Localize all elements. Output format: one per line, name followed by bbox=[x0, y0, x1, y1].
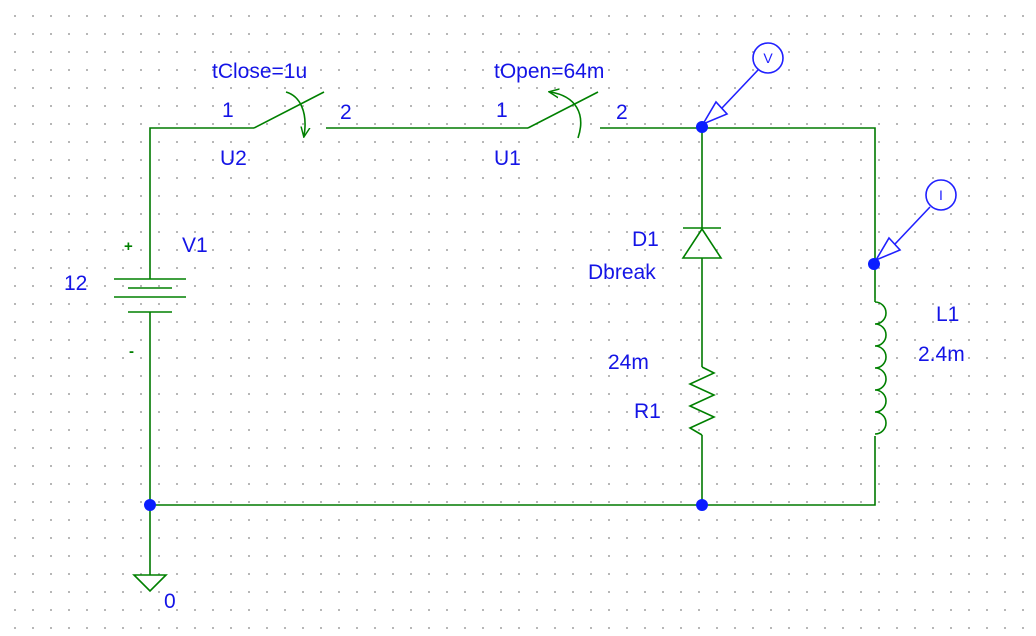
v1-plus-sign: + bbox=[124, 238, 133, 255]
voltage-probe[interactable] bbox=[701, 42, 784, 126]
current-probe-label: I bbox=[939, 187, 943, 203]
node-bottom-mid bbox=[696, 499, 708, 511]
voltage-probe-label: V bbox=[763, 50, 773, 66]
u1-ref: U1 bbox=[494, 147, 521, 170]
d1-model: Dbreak bbox=[588, 261, 656, 284]
node-top-right bbox=[696, 121, 708, 133]
diode-d1[interactable] bbox=[681, 227, 723, 259]
l1-value: 2.4m bbox=[918, 343, 965, 366]
resistor-r1[interactable] bbox=[688, 366, 716, 436]
wire-v1-to-u2 bbox=[149, 127, 254, 276]
ground-symbol[interactable] bbox=[132, 574, 168, 593]
u2-pin1: 1 bbox=[222, 99, 234, 122]
wire-u1-to-l1 bbox=[600, 127, 876, 298]
inductor-l1[interactable] bbox=[874, 298, 887, 435]
wire-l1-to-gnd bbox=[150, 436, 876, 506]
v1-ref: V1 bbox=[182, 234, 208, 257]
current-probe[interactable] bbox=[874, 179, 957, 262]
v1-minus-sign: - bbox=[129, 343, 134, 360]
u2-param: tClose=1u bbox=[212, 60, 307, 83]
v1-value: 12 bbox=[64, 272, 87, 295]
d1-ref: D1 bbox=[632, 228, 659, 251]
switch-u1[interactable] bbox=[527, 92, 599, 139]
u1-pin2: 2 bbox=[616, 101, 628, 124]
junctions bbox=[144, 121, 880, 511]
ground-label: 0 bbox=[164, 590, 176, 613]
u2-pin2: 2 bbox=[340, 101, 352, 124]
r1-value: 24m bbox=[608, 351, 649, 374]
node-inductor-top bbox=[868, 258, 880, 270]
node-bottom-left bbox=[144, 499, 156, 511]
switch-u2[interactable] bbox=[253, 91, 325, 136]
u1-pin1: 1 bbox=[496, 99, 508, 122]
u1-param: tOpen=64m bbox=[494, 60, 604, 83]
r1-ref: R1 bbox=[634, 400, 661, 423]
l1-ref: L1 bbox=[936, 303, 959, 326]
wires bbox=[149, 127, 876, 575]
u2-ref: U2 bbox=[220, 147, 247, 170]
battery-v1[interactable] bbox=[114, 276, 186, 313]
